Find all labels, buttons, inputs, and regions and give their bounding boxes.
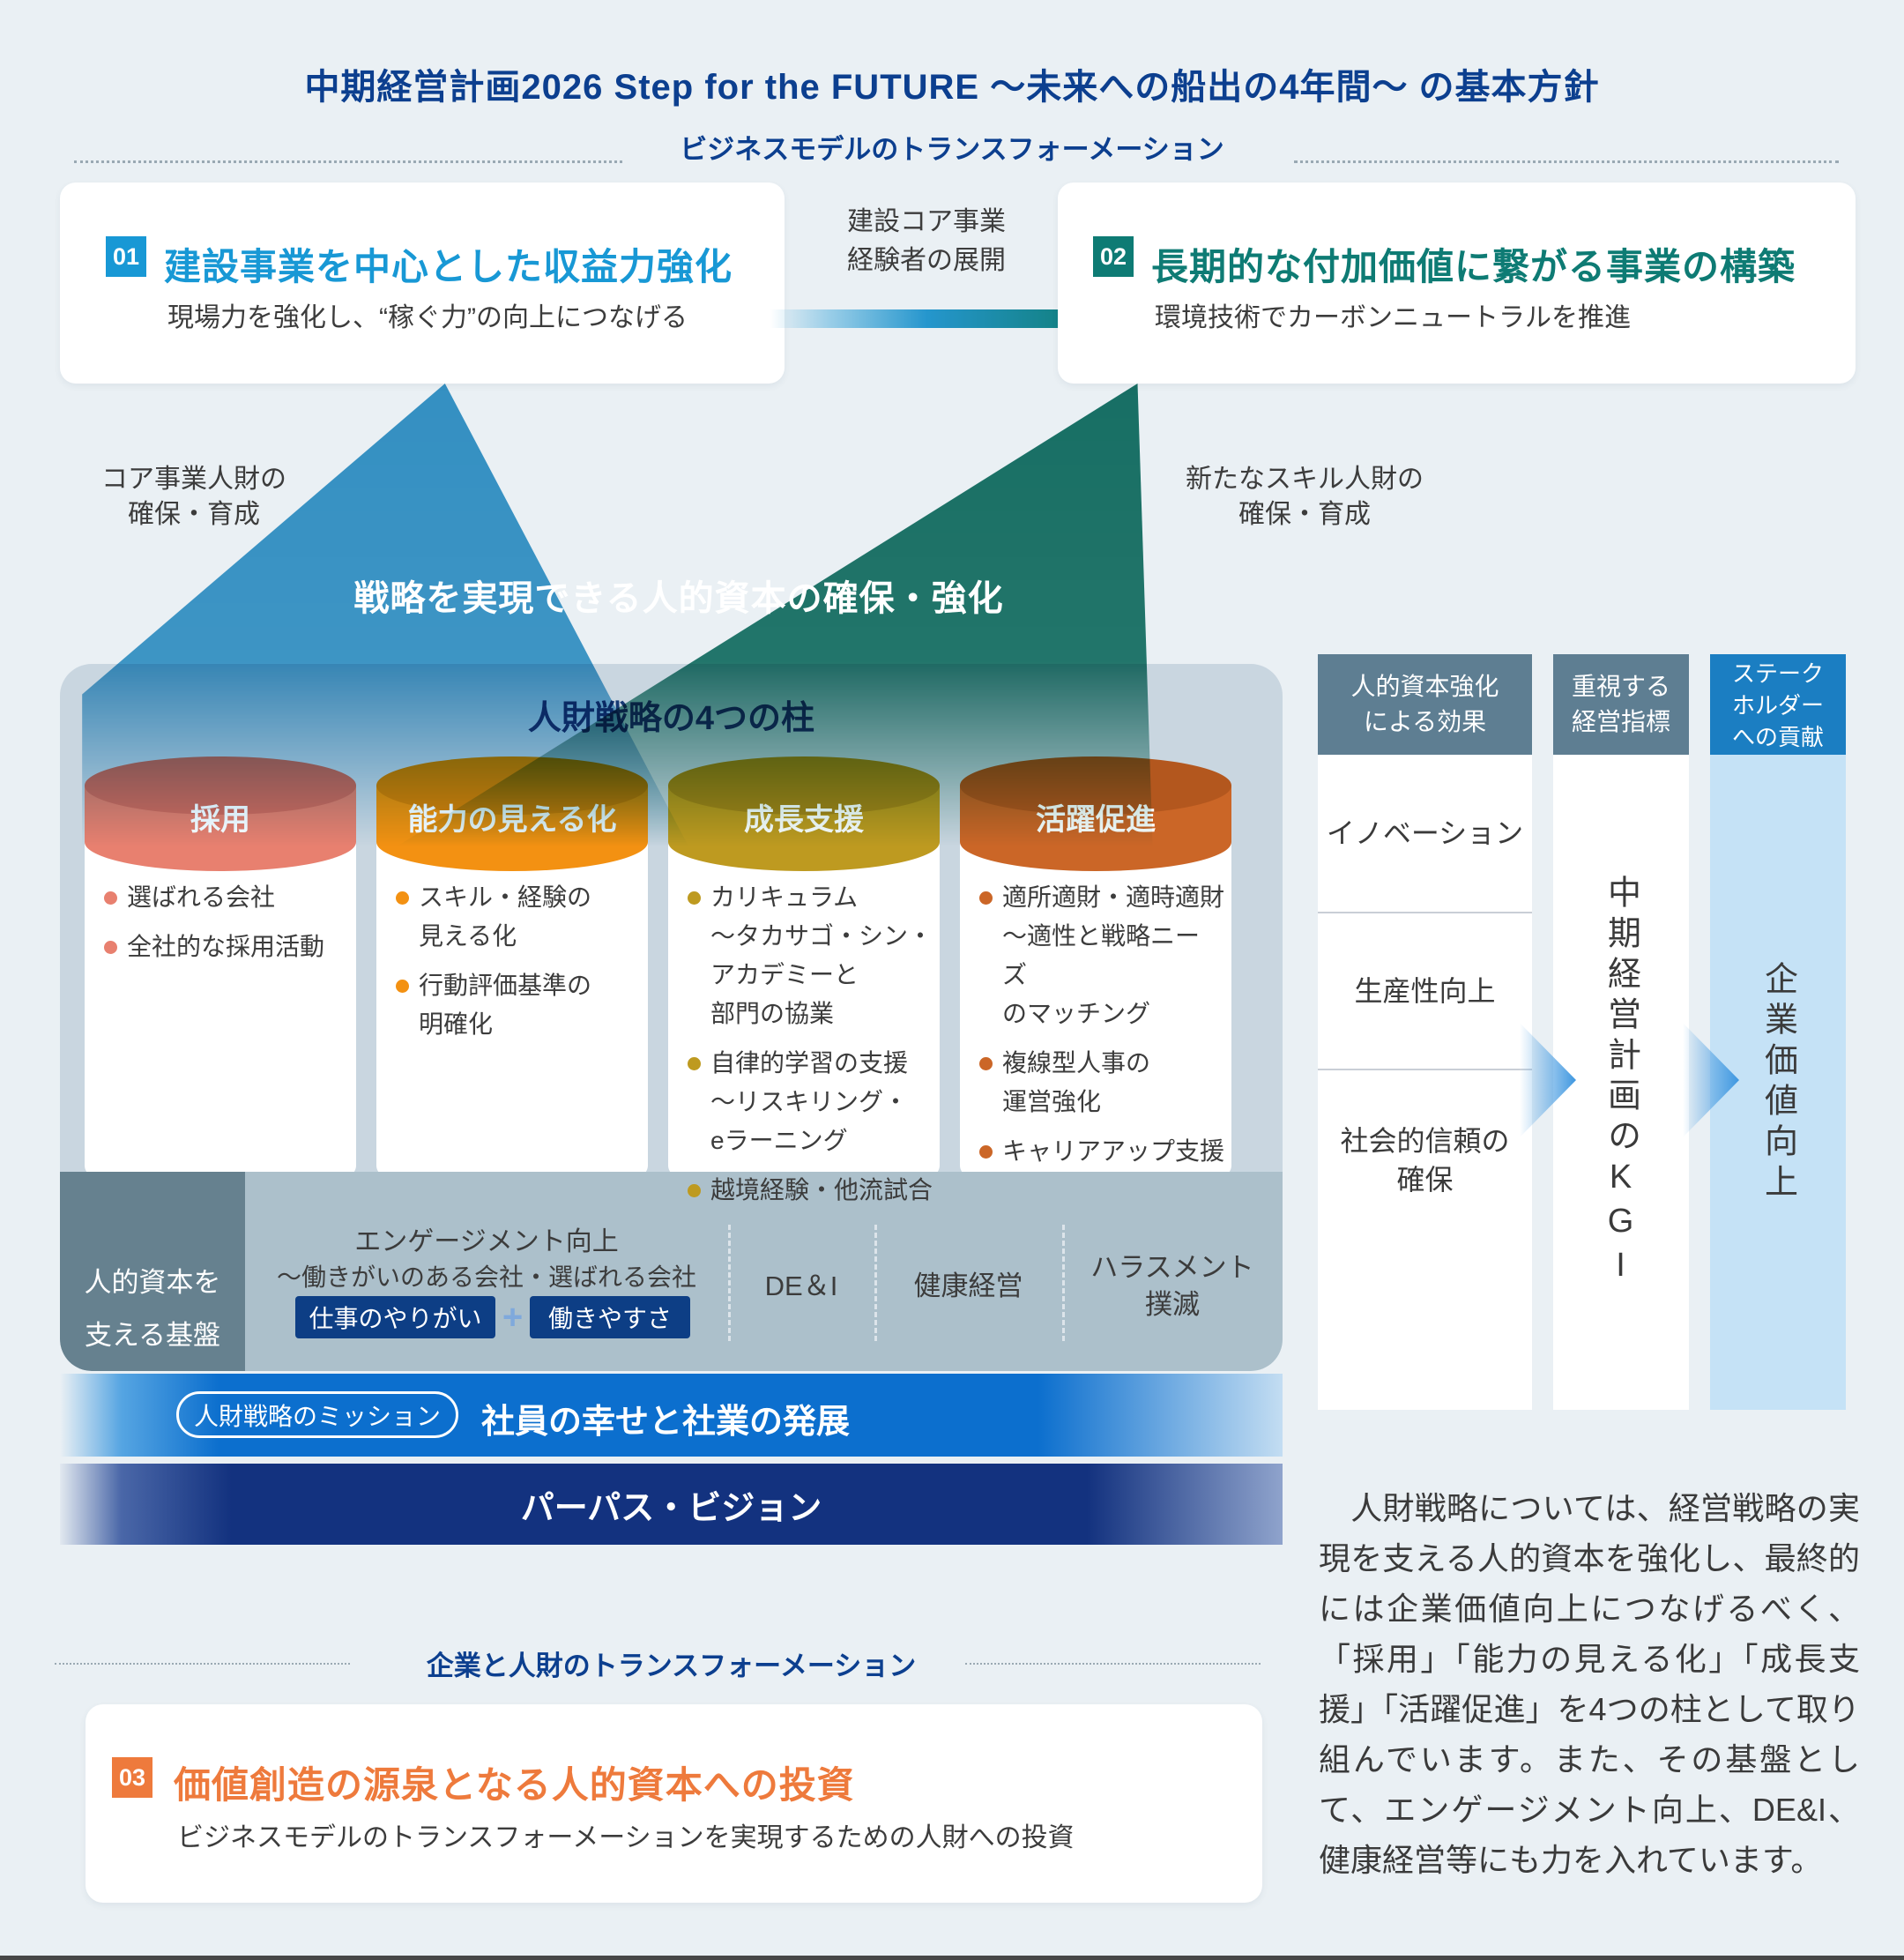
column-header-effects-line2: による効果 bbox=[1363, 708, 1487, 735]
column-header-stakeholder-line3: への貢献 bbox=[1731, 724, 1824, 750]
effect-cell-productivity: 生産性向上 bbox=[1318, 913, 1532, 1070]
mission-bar: 人財戦略のミッション 社員の幸せと社業の発展 bbox=[60, 1374, 1283, 1457]
engagement-subtitle: ～働きがいのある会社・選ばれる会社 bbox=[276, 1263, 696, 1291]
divider-line-left bbox=[55, 1663, 350, 1665]
divider-line-right bbox=[965, 1663, 1261, 1665]
bullet-item: 自律的学習の支援 ～リスキリング・ eラーニング bbox=[688, 1044, 936, 1160]
beam-label-right-line2: 確保・育成 bbox=[1238, 500, 1371, 529]
section-label-hr-transformation: 企業と人財のトランスフォーメーション bbox=[426, 1651, 917, 1681]
column-body-kgi: 中期経営計画のKGI bbox=[1553, 755, 1689, 1410]
strategy-card-03: 03 価値創造の源泉となる人的資本への投資 ビジネスモデルのトランスフォーメーシ… bbox=[86, 1704, 1262, 1903]
bullet-item: キャリアアップ支援 bbox=[979, 1132, 1228, 1171]
purpose-vision-bar: パーパス・ビジョン bbox=[60, 1464, 1283, 1545]
strategy-02-subtitle: 環境技術でカーボンニュートラルを推進 bbox=[1155, 303, 1631, 332]
strategy-03-number-badge: 03 bbox=[112, 1757, 152, 1798]
hr-strategy-paragraph: 人財戦略については、経営戦略の実現を支える人的資本を強化し、最終的には企業価値向… bbox=[1319, 1490, 1860, 1878]
bullet-line: 越境経験・他流試合 bbox=[710, 1176, 933, 1204]
flow-arrow-label: 建設コア事業 経験者の展開 bbox=[811, 203, 1042, 280]
column-body-effects: イノベーション 生産性向上 社会的信頼の 確保 bbox=[1318, 755, 1532, 1410]
kgi-vertical-text: 中期経営計画のKGI bbox=[1602, 874, 1640, 1291]
foundation-label-line1: 人的資本を bbox=[84, 1267, 221, 1298]
flow-arrow-label-line2: 経験者の展開 bbox=[847, 246, 1006, 275]
effect-cell-social-trust-line1: 社会的信頼の bbox=[1340, 1125, 1510, 1157]
strategy-03-subtitle: ビジネスモデルのトランスフォーメーションを実現するための人財への投資 bbox=[177, 1823, 1075, 1852]
divider-dotted-left bbox=[74, 160, 622, 163]
bullet-dot-icon bbox=[688, 1184, 701, 1197]
column-header-kgi-line1: 重視する bbox=[1571, 673, 1670, 700]
bullet-dot-icon bbox=[979, 1057, 993, 1070]
strategy-03-title: 価値創造の源泉となる人的資本への投資 bbox=[174, 1764, 855, 1806]
strategy-02-title: 長期的な付加価値に繋がる事業の構築 bbox=[1151, 246, 1796, 287]
column-header-stakeholder-line1: ステーク bbox=[1731, 660, 1824, 687]
cell-harassment-line2: 撲滅 bbox=[1144, 1289, 1200, 1320]
badge-job-satisfaction: 仕事のやりがい bbox=[295, 1296, 495, 1338]
engagement-title: エンゲージメント向上 bbox=[354, 1227, 619, 1256]
strategy-01-subtitle: 現場力を強化し、“稼ぐ力”の向上につなげる bbox=[167, 303, 688, 332]
cell-health-management: 健康経営 bbox=[913, 1271, 1023, 1301]
column-body-stakeholder: 企業価値向上 bbox=[1710, 755, 1846, 1410]
strategy-02-number-badge: 02 bbox=[1093, 236, 1134, 277]
cell-harassment: ハラスメント 撲滅 bbox=[1062, 1172, 1283, 1371]
bullet-item: 複線型人事の 運営強化 bbox=[979, 1044, 1228, 1122]
strategy-card-02: 02 長期的な付加価値に繋がる事業の構築 環境技術でカーボンニュートラルを推進 bbox=[1058, 183, 1856, 384]
beam-label-left-line2: 確保・育成 bbox=[128, 500, 260, 529]
column-header-kgi-line2: 経営指標 bbox=[1571, 708, 1670, 735]
beam-label-core-talent: コア事業人財の 確保・育成 bbox=[62, 462, 326, 533]
column-header-effects-line1: 人的資本強化 bbox=[1350, 673, 1499, 700]
effect-cell-social-trust: 社会的信頼の 確保 bbox=[1318, 1070, 1532, 1412]
dashed-separator bbox=[728, 1225, 731, 1341]
bullet-line: 運営強化 bbox=[1002, 1088, 1102, 1115]
column-header-effects: 人的資本強化 による効果 bbox=[1318, 654, 1532, 755]
bullet-dot-icon bbox=[688, 1057, 701, 1070]
divider-dotted-right bbox=[1294, 160, 1839, 163]
beam-label-left-line1: コア事業人財の bbox=[101, 465, 286, 494]
bullet-dot-icon bbox=[979, 1145, 993, 1159]
bullet-line: 複線型人事の bbox=[1002, 1049, 1151, 1077]
strategy-01-number-badge: 01 bbox=[106, 236, 146, 277]
mission-text: 社員の幸せと社業の発展 bbox=[481, 1404, 851, 1441]
beam-label-right-line1: 新たなスキル人財の bbox=[1186, 465, 1424, 494]
foundation-label-line2: 支える基盤 bbox=[84, 1320, 221, 1351]
cell-dei: DE＆I bbox=[764, 1271, 838, 1301]
dashed-separator bbox=[874, 1225, 877, 1341]
section-label-business-transformation: ビジネスモデルのトランスフォーメーション bbox=[680, 134, 1224, 165]
bullet-item: 越境経験・他流試合 bbox=[688, 1171, 936, 1210]
bullet-line: ～リスキリング・ bbox=[710, 1088, 909, 1115]
badge-ease-of-work: 働きやすさ bbox=[530, 1296, 690, 1338]
bullet-line: キャリアアップ支援 bbox=[1002, 1137, 1225, 1165]
strategy-01-title: 建設事業を中心とした収益力強化 bbox=[164, 246, 733, 287]
bullet-line: eラーニング bbox=[710, 1127, 848, 1154]
corporate-value-vertical-text: 企業価値向上 bbox=[1759, 960, 1796, 1204]
foundation-base-label: 人的資本を 支える基盤 bbox=[60, 1172, 245, 1371]
mission-pill: 人財戦略のミッション bbox=[176, 1391, 458, 1438]
page-title: 中期経営計画2026 Step for the FUTURE ～未来への船出の4… bbox=[304, 68, 1600, 107]
plus-icon: + bbox=[502, 1297, 524, 1337]
cell-harassment-line1: ハラスメント bbox=[1090, 1252, 1254, 1283]
dashed-separator bbox=[1062, 1225, 1065, 1341]
bullet-line: 自律的学習の支援 bbox=[710, 1049, 909, 1077]
effect-cell-social-trust-line2: 確保 bbox=[1396, 1164, 1454, 1196]
flow-arrow-label-line1: 建設コア事業 bbox=[847, 207, 1006, 236]
foundation-engagement-row: エンゲージメント向上 ～働きがいのある会社・選ばれる会社 仕事のやりがい + 働… bbox=[245, 1172, 1283, 1371]
column-header-stakeholder-line2: ホルダー bbox=[1731, 692, 1824, 719]
effect-cell-innovation: イノベーション bbox=[1318, 755, 1532, 913]
column-header-kgi: 重視する 経営指標 bbox=[1553, 654, 1689, 755]
beam-caption: 戦略を実現できる人的資本の確保・強化 bbox=[353, 579, 1004, 618]
strategy-card-01: 01 建設事業を中心とした収益力強化 現場力を強化し、“稼ぐ力”の向上につなげる bbox=[60, 183, 785, 384]
column-header-stakeholder: ステーク ホルダー への貢献 bbox=[1710, 654, 1846, 755]
page-bottom-rule bbox=[0, 1956, 1904, 1960]
beam-label-new-skill-talent: 新たなスキル人財の 確保・育成 bbox=[1172, 462, 1437, 533]
flow-arrow-bar-icon bbox=[770, 309, 1097, 328]
